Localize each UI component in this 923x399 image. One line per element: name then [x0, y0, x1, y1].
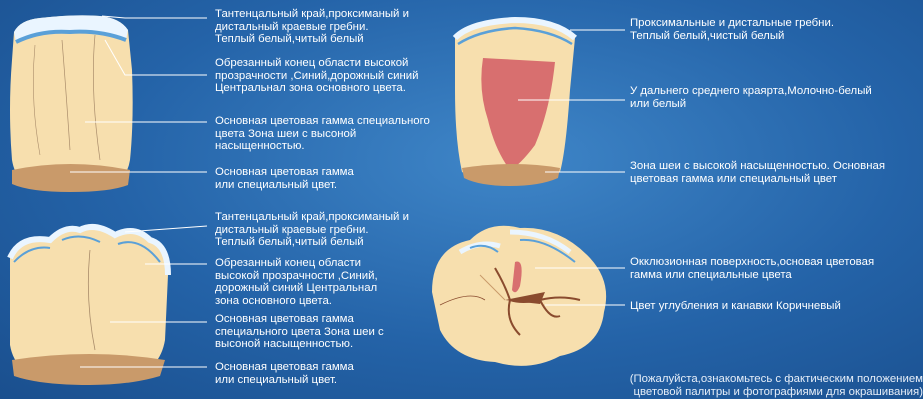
text-line: Проксимальные и дистальные гребни.: [630, 17, 834, 30]
tr-label-marginal-ridges: Проксимальные и дистальные гребни. Теплы…: [630, 17, 834, 42]
lingual-tooth-illustration: [455, 20, 575, 186]
text-line: специального цвета Зона шеи с: [215, 326, 384, 339]
tl-label-incisal-edge: Тантенцальный край,проксиманый и дисталь…: [215, 8, 409, 46]
footnote-line: (Пожалуйста,ознакомьтесь с фактическим п…: [573, 373, 923, 386]
footnote-line: цветовой палитры и фотографиями для окра…: [573, 386, 923, 399]
text-line: Теплый белый,читый белый: [215, 236, 409, 249]
front-tooth-illustration: [10, 15, 133, 192]
tl-label-translucent-zone: Обрезанный конец области высокой прозрач…: [215, 57, 419, 95]
text-line: Центральнал зона основного цвета.: [215, 82, 419, 95]
text-line: цветовая гамма или специальный цвет: [630, 173, 885, 186]
tr-label-mamelon: У дальнего среднего краярта,Молочно-белы…: [630, 85, 872, 110]
text-line: Обрезанный конец области: [215, 257, 378, 270]
tr-label-cervical-zone: Зона шеи с высокой насыщенностью. Основн…: [630, 160, 885, 185]
text-line: дорожный синий Центральнал: [215, 282, 378, 295]
text-line: или белый: [630, 98, 872, 111]
tl-label-body-shade: Основная цветовая гамма специального цве…: [215, 115, 430, 153]
text-line: гамма или специальные цвета: [630, 269, 874, 282]
text-line: У дальнего среднего краярта,Молочно-белы…: [630, 85, 872, 98]
text-line: Зона шеи с высокой насыщенностью. Основн…: [630, 160, 885, 173]
text-line: дистальный краевые гребни.: [215, 21, 409, 34]
molar-side-illustration: [10, 227, 168, 385]
bl-label-body-shade: Основная цветовая гамма специального цве…: [215, 313, 384, 351]
bl-label-incisal-edge: Тантенцальный край,проксиманый и дисталь…: [215, 211, 409, 249]
footnote: (Пожалуйста,ознакомьтесь с фактическим п…: [573, 373, 923, 398]
text-line: Цвет углубления и канавки Коричневый: [630, 300, 841, 313]
text-line: Тантенцальный край,проксиманый и: [215, 8, 409, 21]
text-line: Теплый белый,чистый белый: [630, 30, 834, 43]
occlusal-molar-illustration: [432, 226, 606, 366]
text-line: Теплый белый,читый белый: [215, 33, 409, 46]
text-line: Основная цветовая гамма: [215, 361, 354, 374]
br-label-groove-color: Цвет углубления и канавки Коричневый: [630, 300, 841, 313]
text-line: или специальный цвет.: [215, 374, 354, 387]
text-line: высоной насыщенностью.: [215, 338, 384, 351]
text-line: дистальный краевые гребни.: [215, 224, 409, 237]
text-line: Основная цветовая гамма специального: [215, 115, 430, 128]
text-line: Окклюзионная поверхность,основая цветова…: [630, 256, 874, 269]
text-line: высокой прозрачности ,Синий,: [215, 270, 378, 283]
text-line: цвета Зона шеи с высоной: [215, 128, 430, 141]
text-line: Обрезанный конец области высокой: [215, 57, 419, 70]
text-line: зона основного цвета.: [215, 295, 378, 308]
text-line: или специальный цвет.: [215, 179, 354, 192]
text-line: Основная цветовая гамма: [215, 313, 384, 326]
text-line: Тантенцальный край,проксиманый и: [215, 211, 409, 224]
tl-label-cervical-shade: Основная цветовая гамма или специальный …: [215, 166, 354, 191]
bl-label-cervical-shade: Основная цветовая гамма или специальный …: [215, 361, 354, 386]
text-line: насыщенностью.: [215, 140, 430, 153]
br-label-occlusal-surface: Окклюзионная поверхность,основая цветова…: [630, 256, 874, 281]
text-line: Основная цветовая гамма: [215, 166, 354, 179]
bl-label-translucent-zone: Обрезанный конец области высокой прозрач…: [215, 257, 378, 307]
text-line: прозрачности ,Синий,дорожный синий: [215, 70, 419, 83]
